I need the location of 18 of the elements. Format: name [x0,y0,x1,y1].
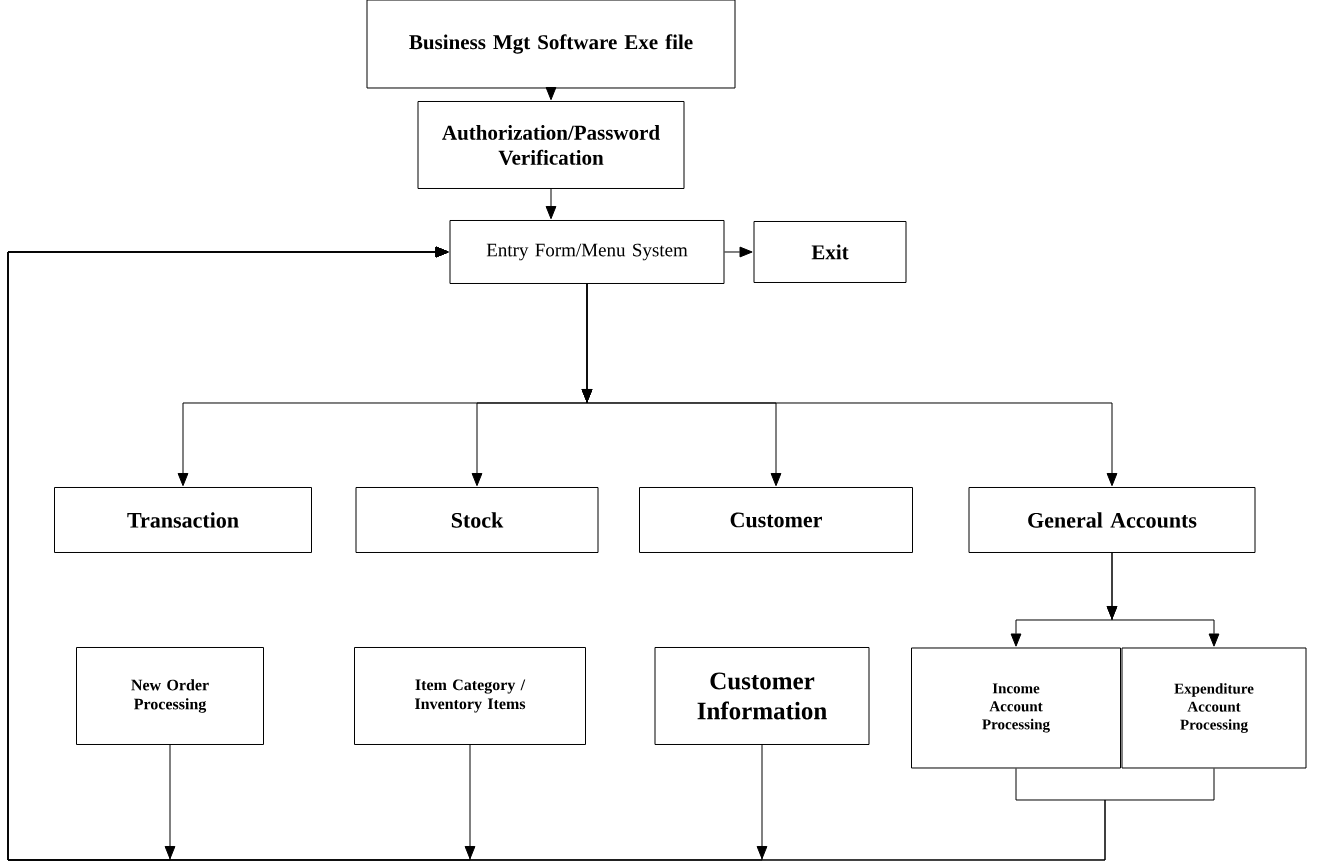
process-box: Authorization/Password Verification [417,101,685,189]
process-box: Exit [753,221,907,283]
arrow [724,246,753,258]
arrow [545,188,557,220]
process-box: Entry Form/Menu System [449,220,725,284]
process-box: Business Mgt Software Exe file [366,0,736,89]
process-box: Expenditure Account Processing [1121,647,1307,769]
process-box: General Accounts [968,487,1256,553]
process-box: Income Account Processing [911,647,1121,769]
arrow [1106,552,1220,647]
arrow [581,283,1118,487]
process-box: Item Category / Inventory Items [354,647,586,745]
process-box: Stock [355,487,599,553]
process-box: Customer [639,487,913,553]
process-box: New Order Processing [76,647,264,745]
process-box: Transaction [54,487,312,553]
arrow [545,86,557,101]
process-box: Customer Information [654,647,870,745]
